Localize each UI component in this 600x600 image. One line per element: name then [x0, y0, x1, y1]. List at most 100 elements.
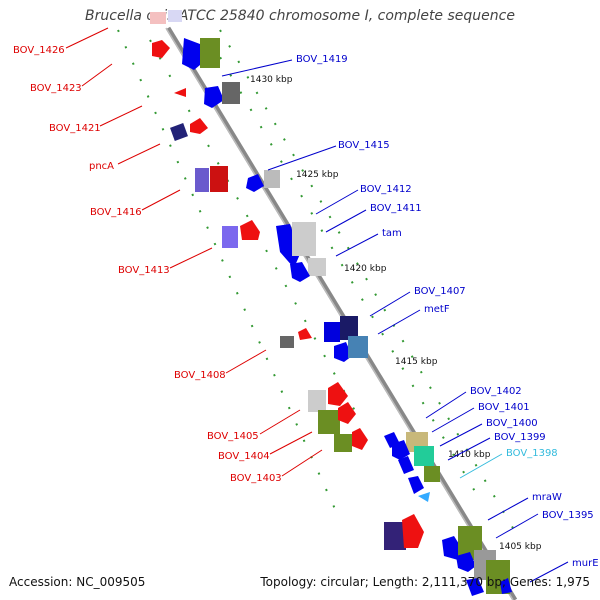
gene-label-bov-1421[interactable]: BOV_1421 — [49, 123, 101, 134]
leader-line — [495, 513, 539, 539]
accession-label: Accession: NC_009505 — [9, 575, 146, 589]
leader-line — [459, 453, 503, 479]
leader-line — [81, 63, 113, 87]
gene-arrow — [204, 86, 224, 108]
gene-block — [280, 336, 294, 348]
leader-line — [487, 497, 529, 521]
gene-block — [340, 316, 358, 340]
leader-line — [117, 143, 161, 165]
gene-block — [334, 434, 352, 452]
leader-line — [281, 449, 323, 477]
gene-block — [222, 226, 238, 248]
gene-arrow — [398, 456, 414, 474]
leader-line — [369, 291, 411, 317]
leader-line — [259, 409, 301, 435]
kbp-tick-1430: 1430 kbp — [250, 75, 293, 85]
gene-block — [170, 123, 188, 141]
gene-arrow — [352, 428, 368, 450]
leader-line — [315, 189, 359, 215]
gene-block — [384, 522, 406, 550]
gene-label-bov-1411[interactable]: BOV_1411 — [370, 203, 422, 214]
gene-label-bov-1405[interactable]: BOV_1405 — [207, 431, 259, 442]
gene-label-bov-1426[interactable]: BOV_1426 — [13, 45, 65, 56]
gene-arrow — [408, 476, 424, 494]
dotted-track-left-inner — [149, 39, 361, 421]
gene-block — [222, 82, 240, 104]
leader-line — [141, 189, 181, 211]
gene-arrow — [392, 440, 410, 460]
gene-arrow — [276, 224, 300, 268]
gene-arrow — [418, 492, 430, 502]
left-labels: BOV_1426 BOV_1423 BOV_1421 pncA BOV_1416… — [13, 27, 323, 484]
gene-arrow — [298, 328, 312, 340]
leader-line — [225, 349, 267, 374]
leader-line — [335, 233, 379, 257]
leader-line — [221, 59, 293, 77]
gene-arrow — [500, 578, 512, 594]
gene-label-bov-1399[interactable]: BOV_1399 — [494, 432, 546, 443]
gene-arrow — [246, 174, 264, 192]
kbp-tick-1420: 1420 kbp — [344, 264, 387, 274]
gene-label-bov-1413[interactable]: BOV_1413 — [118, 265, 170, 276]
gene-block — [195, 168, 209, 192]
gene-block — [150, 12, 166, 24]
gene-block — [318, 410, 340, 434]
leader-line — [431, 407, 475, 433]
gene-block — [210, 166, 228, 192]
leader-line — [377, 309, 421, 335]
gene-label-bov-1404[interactable]: BOV_1404 — [218, 451, 270, 462]
gene-label-bov-1401[interactable]: BOV_1401 — [478, 402, 530, 413]
leader-line — [529, 561, 569, 583]
gene-block — [308, 390, 326, 412]
leader-line — [169, 247, 213, 269]
gene-arrow — [402, 514, 424, 548]
gene-arrow — [338, 402, 356, 424]
leader-line — [269, 431, 313, 455]
leader-line — [425, 391, 467, 419]
gene-arrow — [290, 262, 310, 282]
leader-line — [439, 423, 483, 447]
gene-block — [200, 38, 220, 68]
gene-label-mure[interactable]: murE — [572, 558, 599, 569]
gene-label-tam[interactable]: tam — [382, 228, 402, 239]
gene-label-bov-1395[interactable]: BOV_1395 — [542, 510, 594, 521]
gene-block — [324, 322, 340, 342]
gene-label-bov-1407[interactable]: BOV_1407 — [414, 286, 466, 297]
gene-label-metf[interactable]: metF — [424, 304, 450, 315]
gene-label-bov-1398[interactable]: BOV_1398 — [506, 448, 558, 459]
gene-arrow — [328, 382, 348, 406]
gene-label-bov-1408[interactable]: BOV_1408 — [174, 370, 226, 381]
gene-arrow — [240, 220, 260, 240]
gene-arrow — [190, 118, 208, 134]
gene-block — [168, 10, 182, 22]
gene-block — [424, 466, 440, 482]
dotted-track-right-outer — [219, 29, 521, 541]
chromosome-backbone-highlight — [165, 27, 514, 600]
leader-line — [325, 209, 367, 233]
gene-block — [292, 222, 316, 256]
gene-label-pnca[interactable]: pncA — [89, 161, 114, 172]
chromosome-backbone — [165, 26, 518, 600]
gene-block — [264, 170, 280, 188]
map-title: Brucella ovis ATCC 25840 chromosome I, c… — [85, 8, 515, 24]
gene-arrow — [456, 552, 476, 572]
kbp-tick-1425: 1425 kbp — [296, 170, 339, 180]
leader-line — [65, 27, 109, 49]
gene-label-mraw[interactable]: mraW — [532, 492, 562, 503]
kbp-tick-1410: 1410 kbp — [448, 450, 491, 460]
gene-block — [414, 446, 434, 466]
gene-label-bov-1419[interactable]: BOV_1419 — [296, 54, 348, 65]
gene-arrow — [466, 578, 484, 596]
genome-summary: Topology: circular; Length: 2,111,370 bp… — [260, 575, 590, 589]
gene-arrow — [334, 342, 352, 362]
gene-label-bov-1400[interactable]: BOV_1400 — [486, 418, 538, 429]
gene-label-bov-1402[interactable]: BOV_1402 — [470, 386, 522, 397]
gene-label-bov-1403[interactable]: BOV_1403 — [230, 473, 282, 484]
gene-block — [308, 258, 326, 276]
gene-label-bov-1412[interactable]: BOV_1412 — [360, 184, 412, 195]
gene-label-bov-1423[interactable]: BOV_1423 — [30, 83, 82, 94]
leader-line — [267, 145, 337, 171]
gene-label-bov-1415[interactable]: BOV_1415 — [338, 140, 390, 151]
gene-label-bov-1416[interactable]: BOV_1416 — [90, 207, 142, 218]
